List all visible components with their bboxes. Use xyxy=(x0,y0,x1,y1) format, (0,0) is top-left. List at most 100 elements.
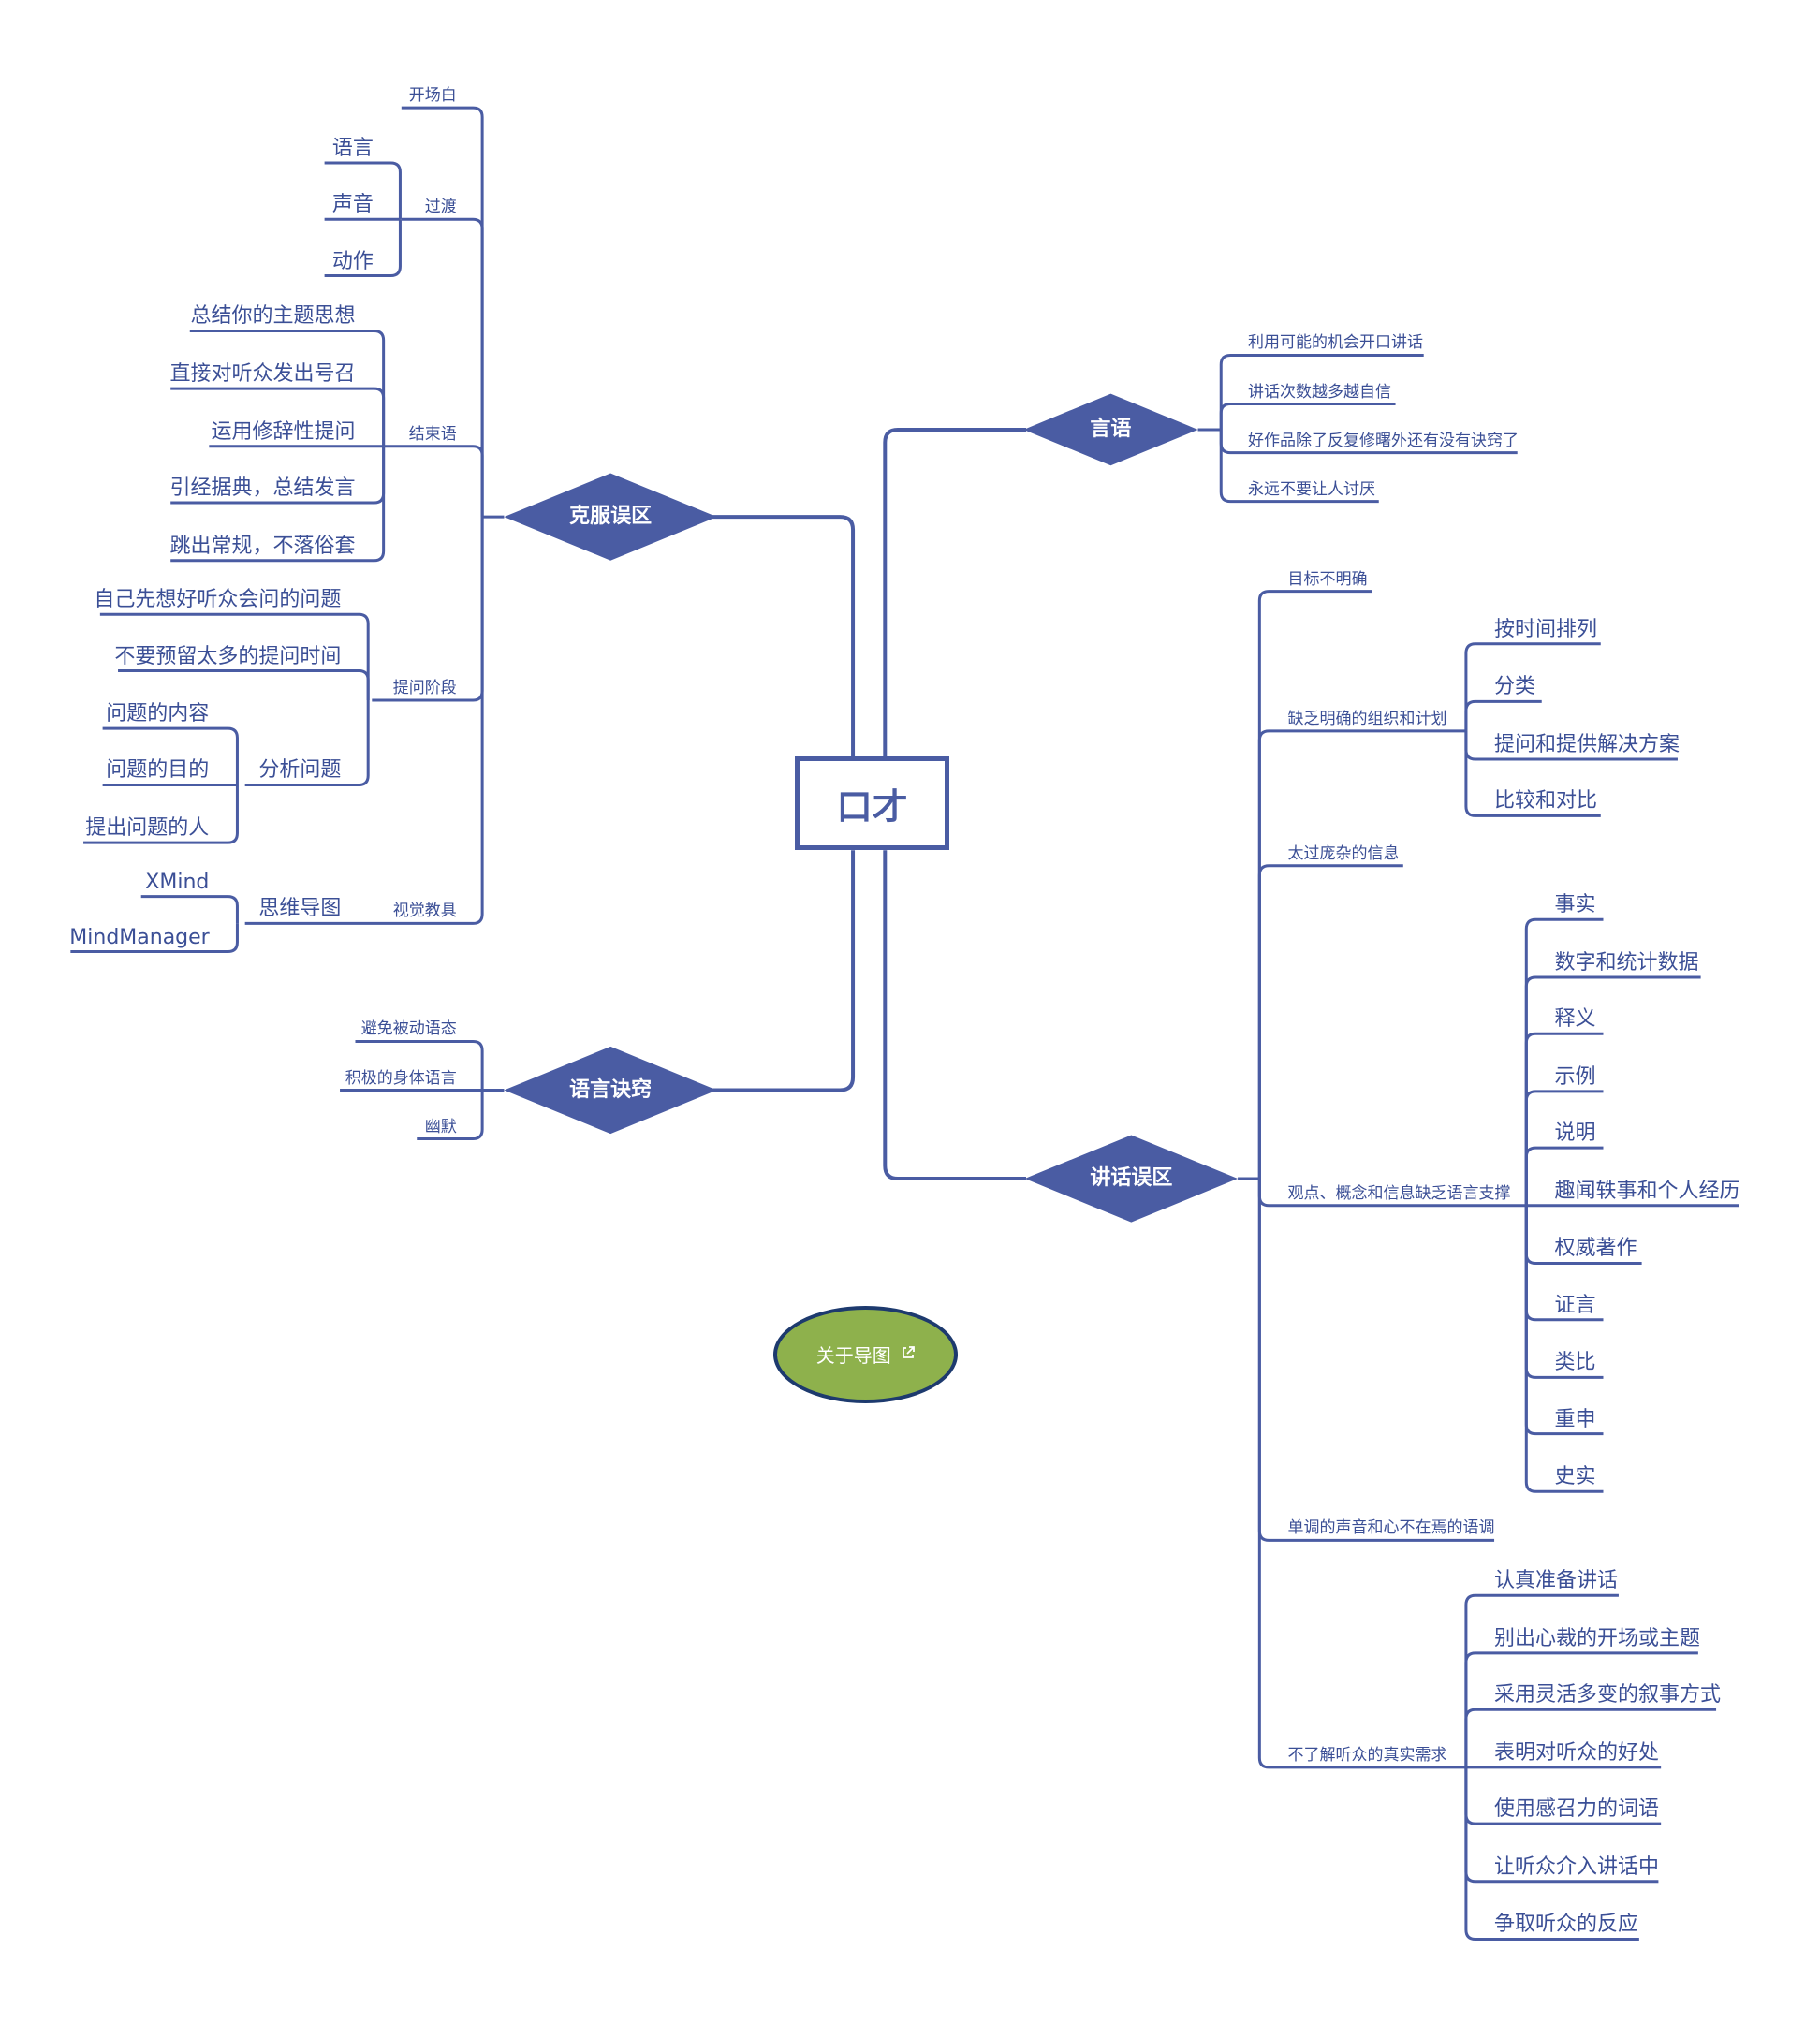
topic-zuzhi-item[interactable]: 比较和对比 xyxy=(1494,789,1598,814)
topic-guodu-item[interactable]: 动作 xyxy=(331,249,374,273)
topic-tingzhong-item[interactable]: 别出心裁的开场或主题 xyxy=(1494,1626,1701,1650)
branch-diamond[interactable] xyxy=(1023,393,1198,466)
topic-tingzhong-item[interactable]: 让听众介入讲话中 xyxy=(1494,1854,1660,1879)
topic-siwei[interactable]: 思维导图 xyxy=(258,897,342,921)
connector-line xyxy=(102,726,239,785)
topic-jieshuyu-item[interactable]: 直接对听众发出号召 xyxy=(169,362,356,387)
topic-jieshuyu-item[interactable]: 总结你的主题思想 xyxy=(190,304,356,329)
connector-line xyxy=(883,427,1026,757)
connector-line xyxy=(1257,1179,1466,1769)
branch-diamond[interactable] xyxy=(504,1046,717,1135)
connector-line xyxy=(1464,1593,1619,1767)
connector-line xyxy=(372,517,484,702)
topic-guandian-item[interactable]: 趣闻轶事和个人经历 xyxy=(1554,1179,1740,1203)
topic-guandian-item[interactable]: 事实 xyxy=(1554,893,1596,917)
topic-fenxi-item[interactable]: 问题的目的 xyxy=(106,758,210,783)
topic-yanyu-item[interactable]: 永远不要让人讨厌 xyxy=(1248,479,1375,499)
connector-line xyxy=(1464,1651,1698,1767)
topic-yuyan-item[interactable]: 幽默 xyxy=(424,1117,457,1136)
connector-line xyxy=(1257,864,1403,1180)
topic-siwei-item[interactable]: MindManager xyxy=(69,925,210,949)
topic-siwei-item[interactable]: XMind xyxy=(145,870,210,894)
topic-tingzhong-item[interactable]: 采用灵活多变的叙事方式 xyxy=(1494,1683,1722,1708)
topic-zuzhi[interactable]: 缺乏明确的组织和计划 xyxy=(1287,709,1447,728)
topic-shijue[interactable]: 视觉教具 xyxy=(392,902,457,921)
topic-tiwen-item[interactable]: 自己先想好听众会问的问题 xyxy=(94,588,342,612)
topic-tiwen-item[interactable]: 不要预留太多的提问时间 xyxy=(114,644,342,668)
topic-guandian-item[interactable]: 释义 xyxy=(1554,1007,1596,1032)
hub-label-jianghua: 讲话误区 xyxy=(1090,1166,1173,1191)
topic-yuyan-item[interactable]: 积极的身体语言 xyxy=(345,1068,457,1088)
topic-guodu-item[interactable]: 声音 xyxy=(331,193,374,217)
connector-line xyxy=(1524,1090,1604,1206)
topic-jieshuyu-item[interactable]: 引经据典，总结发言 xyxy=(169,476,356,501)
hub-label-kefu: 克服误区 xyxy=(569,505,653,529)
topic-guandian[interactable]: 观点、概念和信息缺乏语言支撑 xyxy=(1287,1183,1511,1203)
topic-mubiao[interactable]: 目标不明确 xyxy=(1287,569,1368,589)
connector-line xyxy=(1524,1146,1604,1206)
connector-line xyxy=(883,850,1026,1181)
connector-line xyxy=(1219,429,1379,504)
topic-guandian-item[interactable]: 类比 xyxy=(1554,1351,1596,1375)
connector-line xyxy=(1524,1205,1604,1493)
connector-line xyxy=(1464,730,1601,817)
about-map-label: 关于导图 xyxy=(815,1344,891,1368)
topic-guandian-item[interactable]: 权威著作 xyxy=(1554,1237,1637,1261)
topic-tingzhong-item[interactable]: 使用感召力的词语 xyxy=(1494,1797,1660,1822)
connector-line xyxy=(118,669,370,701)
connector-line xyxy=(1219,403,1396,430)
about-map-button[interactable]: 关于导图 xyxy=(773,1305,959,1403)
connector-line xyxy=(712,850,856,1092)
topic-tingzhong-item[interactable]: 表明对听众的好处 xyxy=(1494,1740,1660,1765)
topic-tingzhong[interactable]: 不了解听众的真实需求 xyxy=(1287,1745,1447,1765)
topic-dandiao[interactable]: 单调的声音和心不在焉的语调 xyxy=(1287,1518,1495,1538)
connector-line xyxy=(324,161,402,220)
connector-line xyxy=(385,517,484,925)
topic-kaichangbai[interactable]: 开场白 xyxy=(408,86,457,106)
topic-guandian-item[interactable]: 数字和统计数据 xyxy=(1554,950,1699,975)
topic-jieshuyu-item[interactable]: 运用修辞性提问 xyxy=(211,419,356,444)
branch-diamond[interactable] xyxy=(1024,1135,1239,1223)
connector-line xyxy=(712,515,856,757)
topic-tingzhong-item[interactable]: 认真准备讲话 xyxy=(1494,1569,1619,1593)
connector-line xyxy=(1464,1708,1717,1767)
connector-line xyxy=(83,784,239,844)
topic-zuzhi-item[interactable]: 按时间排列 xyxy=(1494,617,1598,641)
connector-line xyxy=(401,106,484,518)
topic-jieshuyu[interactable]: 结束语 xyxy=(408,424,457,444)
topic-guodu[interactable]: 过渡 xyxy=(424,198,457,217)
connector-line xyxy=(324,219,402,278)
topic-zuzhi-item[interactable]: 提问和提供解决方案 xyxy=(1494,733,1681,757)
topic-zuzhi-item[interactable]: 分类 xyxy=(1494,675,1536,699)
connector-line xyxy=(1257,729,1466,1180)
topic-guandian-item[interactable]: 史实 xyxy=(1554,1465,1596,1489)
topic-yanyu-item[interactable]: 好作品除了反复修曙外还有没有诀窍了 xyxy=(1248,431,1519,450)
topic-guandian-item[interactable]: 说明 xyxy=(1554,1121,1596,1146)
topic-fenxi-item[interactable]: 问题的内容 xyxy=(106,702,210,726)
branch-diamond[interactable] xyxy=(504,473,717,561)
topic-yanyu-item[interactable]: 讲话次数越多越自信 xyxy=(1248,382,1391,402)
topic-guandian-item[interactable]: 示例 xyxy=(1554,1064,1596,1089)
connector-line xyxy=(385,445,484,518)
connector-line xyxy=(70,923,239,954)
topic-yuyan-item[interactable]: 避免被动语态 xyxy=(360,1019,457,1039)
hub-label-yanyu: 言语 xyxy=(1090,417,1132,441)
root-topic[interactable]: 口才 xyxy=(795,756,949,851)
topic-guandian-item[interactable]: 重申 xyxy=(1554,1407,1596,1431)
topic-yanyu-item[interactable]: 利用可能的机会开口讲话 xyxy=(1248,333,1423,353)
topic-fenxi-item[interactable]: 提出问题的人 xyxy=(85,816,210,841)
topic-guodu-item[interactable]: 语言 xyxy=(331,136,374,160)
connector-line xyxy=(99,612,370,701)
topic-tingzhong-item[interactable]: 争取听众的反应 xyxy=(1494,1913,1639,1937)
root-topic-label: 口才 xyxy=(836,785,908,828)
topic-jieshuyu-item[interactable]: 跳出常规，不落俗套 xyxy=(169,534,356,558)
external-link-icon xyxy=(901,1345,916,1364)
connector-line xyxy=(140,895,239,924)
topic-fenxi[interactable]: 分析问题 xyxy=(258,758,342,783)
topic-tiwen[interactable]: 提问阶段 xyxy=(392,679,457,698)
connector-line xyxy=(1524,975,1701,1206)
topic-guandian-item[interactable]: 证言 xyxy=(1554,1293,1596,1317)
topic-pangza[interactable]: 太过庞杂的信息 xyxy=(1287,843,1400,863)
